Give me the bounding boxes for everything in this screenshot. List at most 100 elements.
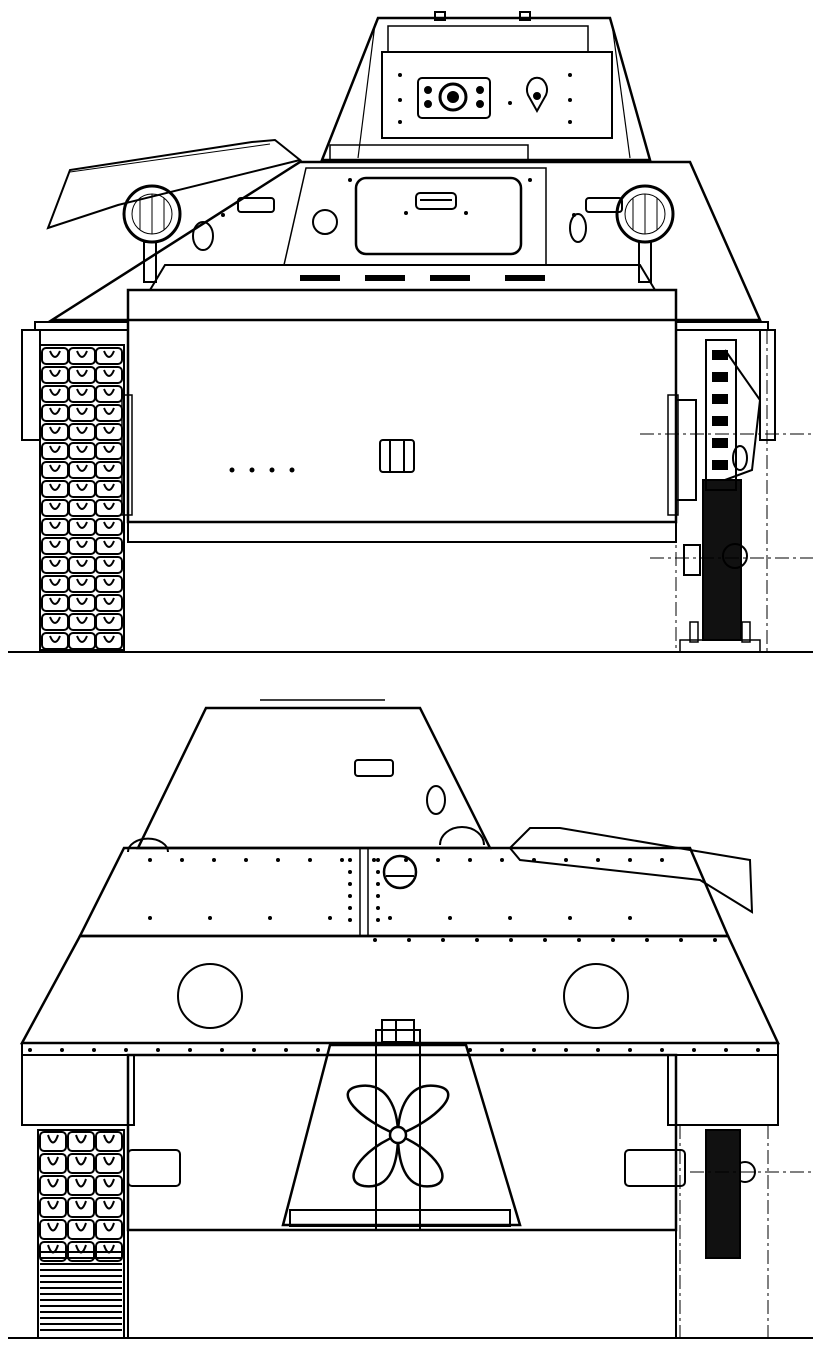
rivet	[373, 938, 377, 942]
track-link	[96, 1132, 122, 1151]
track-link	[96, 557, 122, 573]
rivet	[436, 858, 440, 862]
rivet	[376, 894, 380, 898]
rivet	[276, 858, 280, 862]
rivet	[372, 858, 376, 862]
rear-view	[8, 700, 813, 1338]
track-link	[40, 1198, 66, 1217]
track-link	[96, 405, 122, 421]
rivet	[60, 1048, 64, 1052]
rivet	[543, 938, 547, 942]
track-link	[96, 481, 122, 497]
rivet	[348, 882, 352, 886]
rivet	[404, 858, 408, 862]
front-centerlines	[640, 330, 813, 652]
track-link	[40, 1176, 66, 1195]
rivet	[713, 938, 717, 942]
track-link	[96, 538, 122, 554]
track-link	[96, 519, 122, 535]
rivet	[348, 870, 352, 874]
rivet	[568, 916, 572, 920]
rivet	[220, 1048, 224, 1052]
track-link	[96, 443, 122, 459]
rivet	[208, 916, 212, 920]
rivet	[348, 894, 352, 898]
track-link	[96, 424, 122, 440]
rear-rivets	[28, 858, 760, 1052]
rivet	[156, 1048, 160, 1052]
rivet	[407, 938, 411, 942]
rivet	[188, 1048, 192, 1052]
front-right-sprocket	[676, 340, 760, 652]
rivet	[628, 858, 632, 862]
gun-muzzle	[440, 84, 466, 110]
track-link	[96, 576, 122, 592]
turret-vision-port	[527, 78, 547, 111]
rivet	[564, 1048, 568, 1052]
rivet	[475, 938, 479, 942]
rear-left-tow-bracket	[128, 1150, 180, 1186]
front-left-track	[40, 345, 124, 650]
rivet	[756, 1048, 760, 1052]
rivet	[596, 858, 600, 862]
rivet	[448, 916, 452, 920]
front-stowed-flap	[48, 140, 300, 228]
rivet	[376, 870, 380, 874]
rivet	[252, 1048, 256, 1052]
rear-left-track	[38, 1130, 124, 1338]
track-link	[68, 1220, 94, 1239]
propeller-housing	[283, 1020, 520, 1230]
rivet	[348, 918, 352, 922]
rivet	[348, 858, 352, 862]
rivet	[316, 1048, 320, 1052]
propeller-icon	[348, 1086, 448, 1187]
track-link	[68, 1132, 94, 1151]
track-link	[96, 500, 122, 516]
track-link	[96, 462, 122, 478]
track-link	[96, 367, 122, 383]
rivet	[692, 1048, 696, 1052]
track-link	[96, 595, 122, 611]
front-view	[8, 12, 813, 652]
rivet	[124, 1048, 128, 1052]
rivet	[376, 882, 380, 886]
rear-hull-plate	[22, 936, 778, 1338]
track-link	[96, 348, 122, 364]
front-turret	[322, 12, 650, 160]
rear-centerlines	[680, 1125, 813, 1338]
rivet	[376, 858, 380, 862]
rivet	[596, 1048, 600, 1052]
rivet	[564, 858, 568, 862]
rivet	[628, 916, 632, 920]
rivet	[468, 1048, 472, 1052]
track-link	[96, 386, 122, 402]
track-link	[40, 1220, 66, 1239]
rivet	[508, 916, 512, 920]
rivet	[244, 858, 248, 862]
rear-stowed-flap	[510, 828, 752, 912]
rivet	[284, 1048, 288, 1052]
track-link	[68, 1176, 94, 1195]
track-link	[96, 1220, 122, 1239]
rear-hull-port	[384, 856, 416, 888]
rivet	[532, 1048, 536, 1052]
rivet	[348, 906, 352, 910]
rivet	[500, 858, 504, 862]
track-link	[96, 614, 122, 630]
rivet	[660, 858, 664, 862]
rivet	[212, 858, 216, 862]
track-link	[68, 1154, 94, 1173]
rear-right-wheel	[706, 1130, 740, 1258]
rivet	[679, 938, 683, 942]
rivet	[532, 858, 536, 862]
rivet	[376, 918, 380, 922]
rear-upper-hull	[80, 839, 728, 936]
rivet	[660, 1048, 664, 1052]
track-link	[96, 1154, 122, 1173]
track-link	[96, 1176, 122, 1195]
rivet	[28, 1048, 32, 1052]
rivet	[92, 1048, 96, 1052]
driver-visor	[356, 178, 521, 254]
rivet	[441, 938, 445, 942]
